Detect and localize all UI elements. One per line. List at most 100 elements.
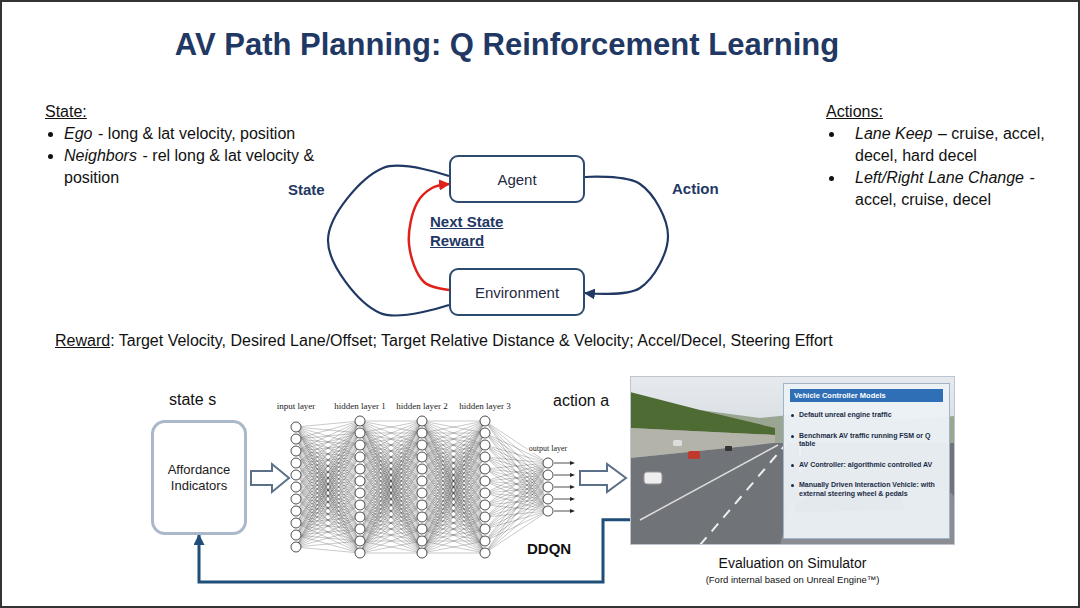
neuron xyxy=(417,428,427,438)
text-row: Lane Keep– cruise, accel, decel, hard de… xyxy=(826,123,1058,167)
neural-network xyxy=(291,416,575,558)
road-edge-line xyxy=(640,445,778,520)
network-weight xyxy=(296,427,360,553)
network-weight xyxy=(485,457,548,463)
network-weight xyxy=(296,529,360,547)
sky xyxy=(630,376,955,545)
bullet-term: Ego xyxy=(64,125,92,142)
network-weight xyxy=(422,505,485,553)
network-weight xyxy=(422,421,485,422)
text-row: hidden layer 2 xyxy=(396,401,447,412)
neuron xyxy=(480,536,490,546)
neuron xyxy=(417,488,427,498)
bullet-term: Lane Keep xyxy=(855,125,932,142)
neuron xyxy=(480,524,490,534)
text-block: hidden layer 3 xyxy=(459,401,510,412)
network-weight xyxy=(422,481,485,553)
text-row: hidden layer 3 xyxy=(459,401,510,412)
neuron xyxy=(543,494,553,504)
network-weight xyxy=(296,421,360,535)
output-arrowhead xyxy=(570,473,575,477)
network-weight xyxy=(422,421,485,469)
network-weight xyxy=(360,505,422,553)
neuron xyxy=(480,464,490,474)
network-weight xyxy=(422,421,485,553)
network-weight xyxy=(422,469,485,553)
network-weight xyxy=(360,517,422,553)
network-weight xyxy=(296,541,360,547)
neuron xyxy=(291,422,301,432)
output-arrowhead xyxy=(570,497,575,501)
neuron xyxy=(480,416,490,426)
text-row: State: xyxy=(45,101,345,123)
network-weight xyxy=(422,541,485,553)
network-weight xyxy=(485,463,548,505)
neuron xyxy=(543,458,553,468)
network-weight xyxy=(360,541,422,553)
environment-box: Environment xyxy=(449,268,585,316)
network-weight xyxy=(360,469,422,553)
neuron xyxy=(355,536,365,546)
network-weight xyxy=(485,457,548,475)
output-arrow xyxy=(554,487,570,488)
neuron xyxy=(480,488,490,498)
neuron xyxy=(417,524,427,534)
network-weight xyxy=(485,421,548,511)
neuron xyxy=(291,530,301,540)
network-weight xyxy=(296,547,360,553)
network-weight xyxy=(485,433,548,499)
text-block: Reward: Target Velocity, Desired Lane/Of… xyxy=(55,330,833,352)
action-label: action a xyxy=(553,392,609,409)
network-weight xyxy=(360,421,422,529)
text-block: State: Ego- long & lat velocity, position… xyxy=(45,101,345,189)
legend-item: Manually Driven Interaction Vehicle: wit… xyxy=(790,481,943,498)
section-heading: State: xyxy=(45,103,87,120)
layer-label: output layer xyxy=(528,444,568,453)
bullet-term: Neighbors xyxy=(64,147,137,164)
network-weight xyxy=(485,463,548,541)
output-arrow xyxy=(554,511,570,512)
lane-marking xyxy=(700,444,786,545)
network-weight xyxy=(360,433,422,553)
neuron xyxy=(417,536,427,546)
network-weight xyxy=(296,517,360,547)
network-weight xyxy=(422,481,485,553)
network-weight xyxy=(422,517,485,553)
neuron xyxy=(355,500,365,510)
layer-label: input layer xyxy=(277,401,316,411)
panel-caption: Evaluation on Simulator xyxy=(571,555,1014,572)
text-block: hidden layer 2 xyxy=(396,401,447,412)
network-weight xyxy=(485,421,548,499)
network-weight xyxy=(360,421,422,469)
action-arc xyxy=(585,177,668,294)
neuron xyxy=(417,476,427,486)
network-weight xyxy=(485,433,548,487)
feedback-line xyxy=(199,520,630,582)
network-weight xyxy=(360,421,422,445)
neuron xyxy=(291,482,301,492)
network-weight xyxy=(422,505,485,553)
hollow-arrow xyxy=(580,464,626,492)
panel-caption: (Ford internal based on Unreal Engine™) xyxy=(571,574,1014,586)
network-weight xyxy=(360,481,422,553)
network-weight xyxy=(485,421,548,487)
neuron xyxy=(355,440,365,450)
edge-label: State xyxy=(286,180,327,199)
simulator-panel: Evaluation on Simulator(Ford internal ba… xyxy=(630,376,955,545)
neuron xyxy=(480,440,490,450)
network-weight xyxy=(422,457,485,553)
network-weight xyxy=(360,421,422,505)
legend-item: Default unreal engine traffic xyxy=(790,411,943,420)
network-weight xyxy=(485,463,548,469)
network-weight xyxy=(422,421,485,505)
neuron xyxy=(355,488,365,498)
network-weight xyxy=(360,553,422,554)
neuron xyxy=(417,512,427,522)
network-weight xyxy=(360,421,422,517)
network-weight xyxy=(422,529,485,553)
network-weight xyxy=(422,421,485,553)
text-row: Ego- long & lat velocity, position xyxy=(45,123,345,145)
legend-heading: Vehicle Controller Models xyxy=(790,389,943,402)
node-heading: state s xyxy=(169,390,216,410)
